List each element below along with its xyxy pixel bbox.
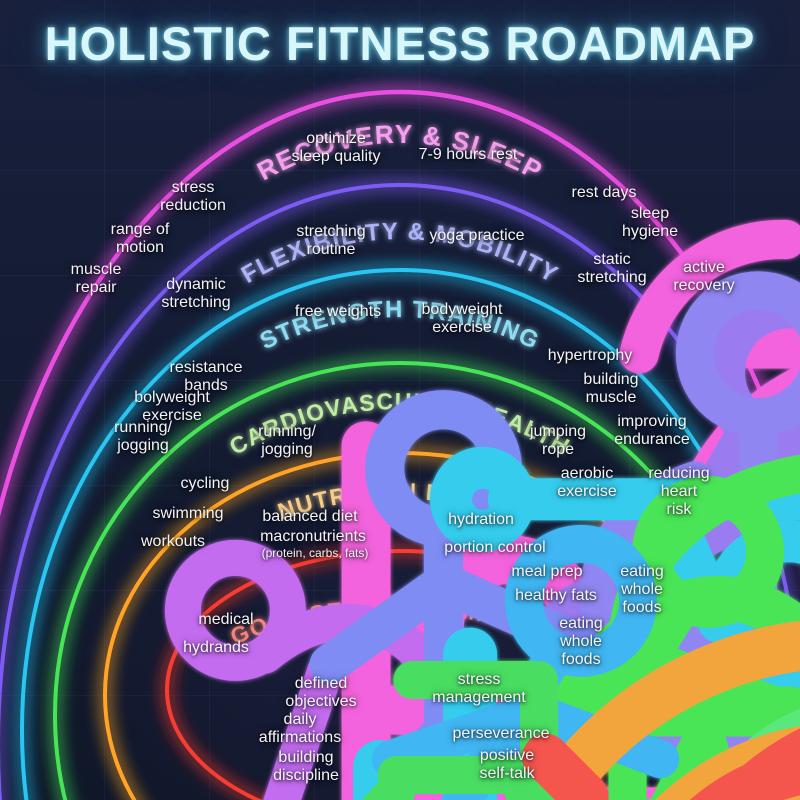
ring-recovery-sleep — [0, 89, 800, 517]
page-title: HOLISTIC FITNESS ROADMAP — [44, 17, 756, 70]
ring-title-strength-training: STRENGTH TRAINING — [256, 296, 544, 355]
ring-flexibility-mobility — [0, 183, 800, 800]
ring-title-recovery-sleep: RECOVERY & SLEEP — [252, 119, 548, 186]
ring-title-flexibility-mobility: FLEXIBILITY & MOBILITY — [237, 218, 563, 289]
icon-layer — [115, 58, 800, 800]
